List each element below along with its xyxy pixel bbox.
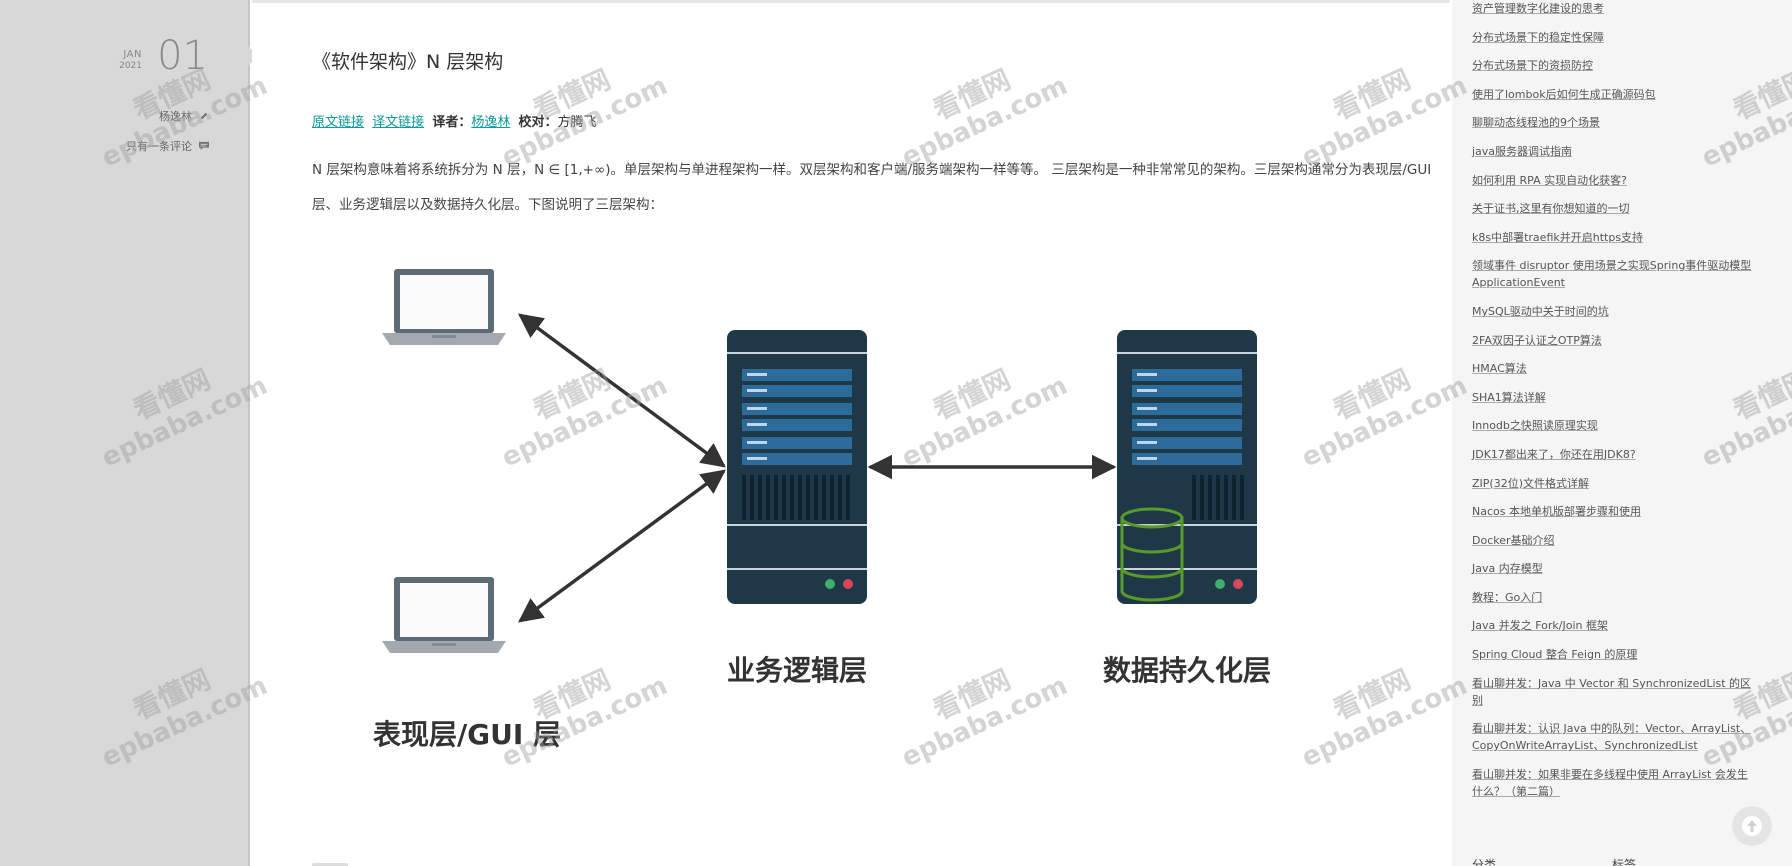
recent-post-item[interactable]: java服务器调试指南 (1472, 143, 1752, 160)
recent-post-item[interactable]: 教程：Go入门 (1472, 589, 1752, 606)
recent-post-link[interactable]: 看山聊并发：如果非要在多线程中使用 ArrayList 会发生什么？（第二篇） (1472, 767, 1748, 798)
recent-post-item[interactable]: MySQL驱动中关于时间的坑 (1472, 303, 1752, 320)
data-server-icon (1117, 330, 1257, 604)
recent-post-link[interactable]: 看山聊并发：Java 中 Vector 和 SynchronizedList 的… (1472, 676, 1752, 707)
recent-post-item[interactable]: 关于证书,这里有你想知道的一切 (1472, 200, 1752, 217)
label-presentation-layer: 表现层/GUI 层 (373, 718, 561, 751)
recent-post-item[interactable]: Spring Cloud 整合 Feign 的原理 (1472, 646, 1752, 663)
recent-post-item[interactable]: 使用了lombok后如何生成正确源码包 (1472, 86, 1752, 103)
business-server-icon (727, 330, 867, 604)
recent-post-link[interactable]: ZIP(32位)文件格式详解 (1472, 476, 1589, 490)
translator-label: 译者： (432, 115, 472, 130)
recent-post-link[interactable]: 使用了lombok后如何生成正确源码包 (1472, 87, 1656, 101)
arrow-bottom-business (518, 469, 726, 623)
tags-heading: 标签 (1612, 858, 1637, 866)
laptop-icon-top (382, 269, 506, 345)
recent-post-item[interactable]: 如何利用 RPA 实现自动化获客? (1472, 172, 1752, 189)
pencil-icon (200, 112, 208, 120)
recent-post-link[interactable]: 关于证书,这里有你想知道的一切 (1472, 202, 1630, 216)
recent-post-link[interactable]: 看山聊并发：认识 Java 中的队列：Vector、ArrayList、Copy… (1472, 722, 1752, 753)
arrow-top-business (518, 313, 726, 468)
recent-post-item[interactable]: SHA1算法详解 (1472, 389, 1752, 406)
recent-post-item[interactable]: 看山聊并发：Java 中 Vector 和 SynchronizedList 的… (1472, 675, 1752, 709)
arrow-up-icon (1742, 816, 1762, 836)
date-month: JAN (123, 49, 142, 60)
categories-heading: 分类 (1472, 858, 1497, 866)
recent-post-link[interactable]: 资产管理数字化建设的思考 (1472, 2, 1604, 15)
comment-count[interactable]: 只有一条评论 (126, 140, 192, 153)
recent-post-item[interactable]: JDK17都出来了，你还在用JDK8? (1472, 446, 1752, 463)
recent-post-link[interactable]: 领域事件 disruptor 使用场景之实现Spring事件驱动模型Applic… (1472, 259, 1752, 290)
recent-post-link[interactable]: k8s中部署traefik并开启https支持 (1472, 230, 1644, 244)
recent-post-item[interactable]: 分布式场景下的资损防控 (1472, 57, 1752, 74)
recent-posts-list: 资产管理数字化建设的思考分布式场景下的稳定性保障分布式场景下的资损防控使用了lo… (1472, 0, 1752, 811)
next-content-stub (312, 863, 348, 866)
recent-post-item[interactable]: 分布式场景下的稳定性保障 (1472, 29, 1752, 46)
article-paragraph: N 层架构意味着将系统拆分为 N 层，N ∈ [1,+∞)。单层架构与单进程架构… (312, 162, 1432, 213)
post-title: 《软件架构》N 层架构 (312, 51, 504, 73)
sidebar-section-headings: 分类 标签 (1472, 856, 1752, 866)
recent-post-item[interactable]: Java 内存模型 (1472, 560, 1752, 577)
original-link[interactable]: 原文链接 (312, 115, 365, 130)
recent-post-link[interactable]: Java 并发之 Fork/Join 框架 (1472, 619, 1608, 633)
translation-credits: 原文链接 译文链接 译者：杨逸林 校对：方腾飞 (312, 111, 597, 130)
recent-post-link[interactable]: 分布式场景下的稳定性保障 (1472, 30, 1604, 44)
database-icon (1120, 507, 1184, 602)
date-day: 01 (157, 33, 208, 79)
back-to-top-button[interactable] (1732, 806, 1772, 846)
recent-post-link[interactable]: 分布式场景下的资损防控 (1472, 59, 1593, 73)
recent-post-link[interactable]: Nacos 本地单机版部署步骤和使用 (1472, 505, 1641, 519)
recent-post-item[interactable]: Java 并发之 Fork/Join 框架 (1472, 617, 1752, 634)
recent-post-link[interactable]: 如何利用 RPA 实现自动化获客? (1472, 173, 1627, 187)
recent-post-item[interactable]: Nacos 本地单机版部署步骤和使用 (1472, 503, 1752, 520)
recent-post-item[interactable]: HMAC算法 (1472, 360, 1752, 377)
proofreader-name: 方腾飞 (557, 115, 597, 130)
post-date: JAN 2021 01 (98, 34, 208, 78)
article: 《软件架构》N 层架构 原文链接 译文链接 译者：杨逸林 校对：方腾飞 N 层架… (252, 0, 1450, 866)
three-tier-diagram: 业务逻辑层 数据持久化层 表现层/GUI 层 (373, 269, 1271, 751)
recent-post-item[interactable]: 聊聊动态线程池的9个场景 (1472, 114, 1752, 131)
label-data-layer: 数据持久化层 (1103, 654, 1271, 687)
sidebar: 资产管理数字化建设的思考分布式场景下的稳定性保障分布式场景下的资损防控使用了lo… (1452, 0, 1792, 866)
author-name[interactable]: 杨逸林 (159, 110, 192, 123)
recent-post-link[interactable]: 2FA双因子认证之OTP算法 (1472, 333, 1602, 347)
proofreader-label: 校对： (518, 115, 558, 130)
recent-post-link[interactable]: Innodb之快照读原理实现 (1472, 419, 1598, 433)
recent-post-link[interactable]: Docker基础介绍 (1472, 533, 1555, 547)
date-year: 2021 (119, 61, 142, 71)
recent-post-item[interactable]: 领域事件 disruptor 使用场景之实现Spring事件驱动模型Applic… (1472, 257, 1752, 291)
recent-post-link[interactable]: Spring Cloud 整合 Feign 的原理 (1472, 648, 1638, 662)
recent-post-item[interactable]: k8s中部署traefik并开启https支持 (1472, 229, 1752, 246)
recent-post-item[interactable]: Docker基础介绍 (1472, 532, 1752, 549)
recent-post-item[interactable]: 看山聊并发：如果非要在多线程中使用 ArrayList 会发生什么？（第二篇） (1472, 766, 1752, 800)
label-business-layer: 业务逻辑层 (727, 654, 867, 687)
recent-post-link[interactable]: 聊聊动态线程池的9个场景 (1472, 116, 1600, 130)
recent-post-item[interactable]: ZIP(32位)文件格式详解 (1472, 475, 1752, 492)
recent-post-link[interactable]: SHA1算法详解 (1472, 390, 1546, 404)
recent-post-item[interactable]: 2FA双因子认证之OTP算法 (1472, 332, 1752, 349)
post-meta-column: JAN 2021 01 杨逸林 只有一条评论 (0, 0, 250, 866)
recent-post-link[interactable]: MySQL驱动中关于时间的坑 (1472, 304, 1609, 318)
laptop-icon-bottom (382, 577, 506, 653)
recent-post-item[interactable]: 看山聊并发：认识 Java 中的队列：Vector、ArrayList、Copy… (1472, 720, 1752, 754)
recent-post-item[interactable]: 资产管理数字化建设的思考 (1472, 0, 1752, 17)
translator-link[interactable]: 杨逸林 (471, 115, 511, 130)
post-author[interactable]: 杨逸林 (159, 108, 210, 124)
recent-post-item[interactable]: Innodb之快照读原理实现 (1472, 417, 1752, 434)
recent-post-link[interactable]: Java 内存模型 (1472, 562, 1543, 576)
translation-link[interactable]: 译文链接 (372, 115, 425, 130)
recent-post-link[interactable]: HMAC算法 (1472, 362, 1527, 376)
recent-post-link[interactable]: JDK17都出来了，你还在用JDK8? (1472, 447, 1636, 461)
comment-icon (199, 141, 209, 151)
recent-post-link[interactable]: 教程：Go入门 (1472, 590, 1543, 604)
recent-post-link[interactable]: java服务器调试指南 (1472, 144, 1573, 158)
post-comments[interactable]: 只有一条评论 (126, 138, 210, 154)
